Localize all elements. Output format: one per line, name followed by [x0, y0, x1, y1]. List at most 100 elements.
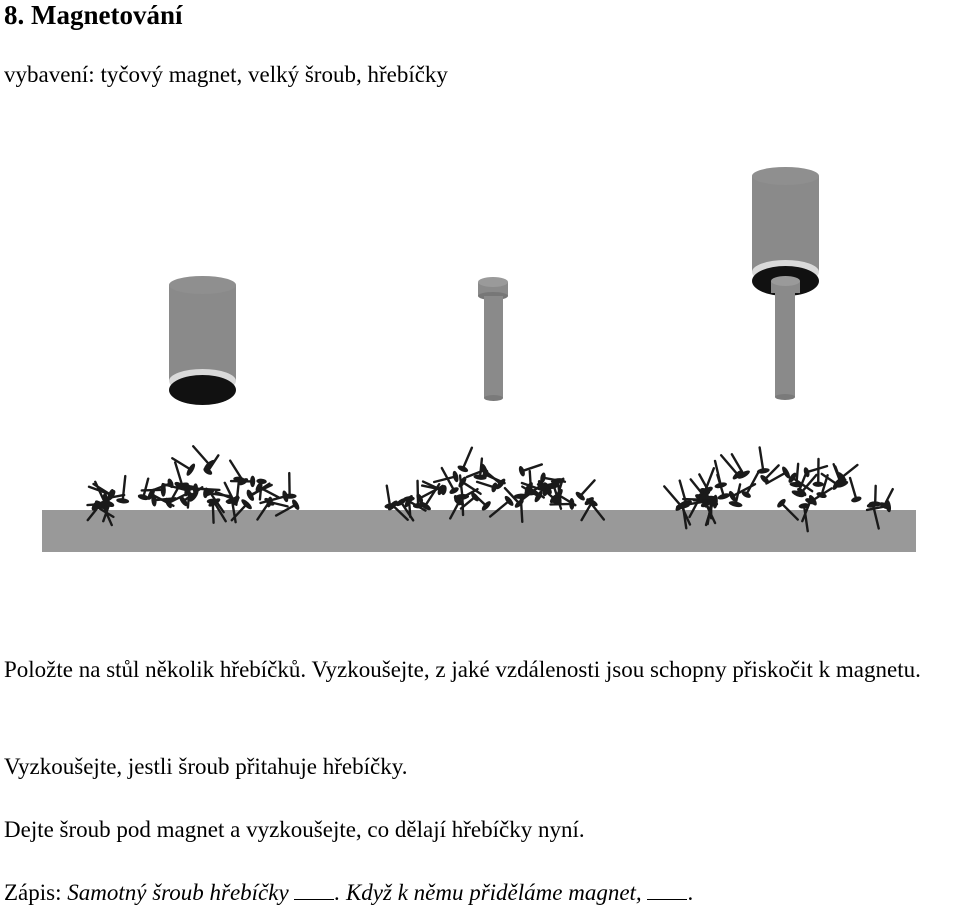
nail-head: [457, 465, 469, 473]
nail: [681, 504, 688, 530]
nail: [121, 474, 127, 503]
nail-head: [395, 498, 407, 507]
nail-pile-left: [86, 445, 300, 527]
nail: [223, 481, 235, 502]
record-text-3: .: [687, 880, 694, 905]
nail: [579, 479, 596, 498]
nail-head: [699, 491, 709, 501]
nail-head: [543, 482, 552, 494]
nail: [805, 464, 829, 474]
nail: [734, 483, 742, 506]
nail-head: [179, 495, 188, 507]
nail: [580, 501, 594, 522]
nail-head: [791, 490, 805, 498]
nail-head: [741, 491, 751, 498]
nail-head: [174, 481, 185, 489]
nail-head: [452, 470, 459, 483]
magnet-with-screw: [752, 167, 819, 400]
nail-head: [728, 501, 743, 508]
answer-blank-2[interactable]: [647, 881, 688, 900]
nail-head: [412, 503, 424, 509]
nail-head: [250, 475, 256, 488]
nail: [101, 502, 113, 527]
nail-head: [805, 498, 816, 505]
nail-head: [812, 481, 824, 487]
nail-head: [473, 474, 487, 480]
nail-head: [756, 468, 770, 474]
record-line: Zápis: Samotný šroub hřebíčky . Když k n…: [4, 877, 956, 908]
nail: [182, 486, 204, 503]
nail: [191, 445, 211, 466]
nail: [520, 463, 544, 473]
nail-head: [868, 501, 882, 507]
nail-head: [879, 502, 890, 509]
nail: [478, 457, 484, 479]
nail-head: [96, 500, 109, 508]
instruction-paragraph-2: Vyzkoušejte, jestli šroub přitahuje hřeb…: [4, 754, 408, 779]
nail: [256, 500, 271, 521]
nail-head: [116, 498, 130, 504]
nail: [834, 465, 844, 486]
nail: [407, 497, 412, 519]
nail: [171, 457, 193, 471]
nail: [475, 480, 496, 489]
nail-head: [714, 482, 727, 489]
nail-head: [782, 466, 791, 479]
nail: [713, 459, 722, 487]
answer-blank-1[interactable]: [294, 881, 335, 900]
nail-head: [851, 496, 862, 503]
nail-head: [226, 496, 240, 505]
nail: [719, 454, 740, 477]
nail: [230, 499, 237, 524]
nail-head: [518, 465, 525, 477]
nail: [449, 500, 461, 520]
nail-head: [455, 493, 470, 500]
nail-head: [575, 491, 585, 501]
nail-head: [186, 463, 196, 476]
nail-head: [208, 498, 221, 507]
nail-pile-middle: [384, 446, 606, 523]
nail: [213, 501, 227, 523]
nail: [173, 461, 184, 487]
nail: [142, 477, 150, 499]
nail-head: [703, 486, 713, 494]
nail: [228, 459, 245, 483]
nail-head: [836, 480, 849, 488]
page-title: 8. Magnetování: [4, 0, 183, 30]
nail: [883, 487, 894, 507]
nail: [802, 504, 809, 533]
nail-head: [537, 480, 546, 490]
nail: [780, 502, 799, 521]
nail-head: [491, 482, 498, 493]
experiment-illustration: [42, 167, 916, 552]
nail: [745, 470, 760, 496]
nail: [765, 471, 788, 485]
nail: [204, 491, 233, 498]
instruction-paragraph-3: Dejte šroub pod magnet a vyzkoušejte, co…: [4, 817, 585, 842]
nail: [391, 504, 409, 521]
nail-head: [534, 490, 543, 503]
nail-head: [384, 503, 396, 509]
nail: [763, 464, 780, 481]
nail-pile-right: [663, 446, 894, 533]
nail: [259, 495, 287, 505]
nail-head: [107, 488, 114, 501]
nail-head: [403, 496, 415, 502]
nail-head: [246, 491, 255, 501]
nail-head: [732, 470, 744, 480]
nail-head: [184, 484, 191, 497]
nail: [698, 473, 710, 492]
nail-head: [481, 501, 491, 511]
nail: [416, 479, 420, 507]
nail: [93, 504, 115, 519]
nail: [488, 499, 511, 518]
nail: [161, 482, 189, 492]
nail: [461, 495, 465, 517]
nail-head: [777, 498, 786, 508]
nail: [169, 484, 181, 503]
nail-head: [798, 503, 810, 509]
nail: [520, 483, 543, 501]
nail-head: [675, 500, 687, 511]
nail: [503, 486, 521, 505]
nail-head: [788, 472, 797, 483]
